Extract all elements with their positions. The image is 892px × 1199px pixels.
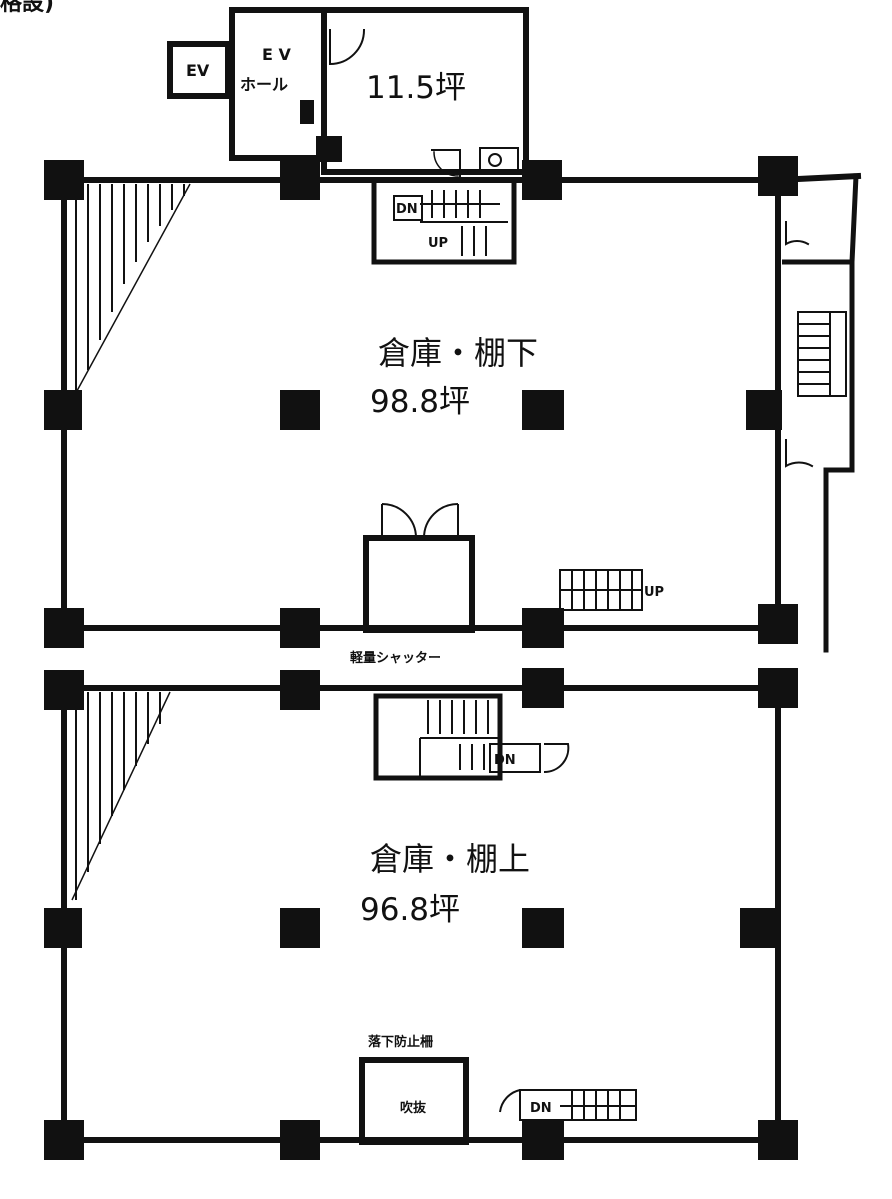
annex-block: EV E V ホール 11.5坪 [167, 7, 529, 177]
rail-label: 落下防止柵 [368, 1034, 433, 1050]
shutter-label: 軽量シャッター [350, 650, 441, 666]
stair-lower-up [559, 569, 643, 611]
post [300, 100, 314, 124]
stair-upper-dn [373, 693, 570, 781]
toilet-door [431, 149, 461, 177]
right-stair [797, 311, 847, 397]
stair-top-dn: DN [396, 202, 418, 217]
upper-floor-area: 96.8坪 [360, 892, 460, 928]
office-door [329, 28, 366, 66]
stair-upper-dn-label: DN [494, 753, 516, 768]
columns-lower [44, 156, 798, 648]
ev-hall-line2: ホール [240, 75, 288, 94]
header-fragment: 格設) [0, 0, 54, 16]
columns-upper [44, 668, 798, 1160]
right-annex-wall [823, 173, 859, 653]
office-room [321, 7, 529, 175]
upper-warehouse: DN 倉庫・棚上 96.8坪 落下防止柵 吹抜 [44, 668, 798, 1160]
lower-warehouse: 倉庫・棚下 98.8坪 UP [44, 156, 862, 653]
ev-hall-line1: E V [262, 45, 292, 64]
ev-label: EV [186, 61, 210, 80]
toilet-icon [488, 153, 502, 167]
stair-top: DN UP [371, 177, 517, 265]
void-opening [359, 1057, 469, 1145]
office-area: 11.5坪 [366, 70, 466, 106]
hatched-zone-lower [71, 183, 191, 401]
lower-floor-name: 倉庫・棚下 [378, 334, 538, 372]
stair-top-up: UP [428, 236, 448, 251]
shutter-bay [363, 535, 475, 633]
void-label: 吹抜 [400, 1100, 427, 1116]
stair-top-treads [420, 190, 508, 256]
toilet-fixture [479, 147, 519, 171]
hatched-zone-upper [71, 691, 171, 901]
lower-floor-area: 98.8坪 [370, 384, 470, 420]
stair-bottom-dn [499, 1089, 637, 1121]
upper-floor-name: 倉庫・棚上 [370, 840, 530, 878]
right-door-lower [785, 439, 814, 468]
stair-lower-up-label: UP [644, 585, 664, 600]
stair-arrow-box [393, 195, 423, 221]
double-door [381, 503, 459, 539]
post [316, 136, 342, 162]
stair-bottom-dn-label: DN [530, 1101, 552, 1116]
ev-box [167, 41, 231, 99]
right-door-upper [785, 221, 810, 246]
toilet-door-swing [433, 151, 459, 177]
